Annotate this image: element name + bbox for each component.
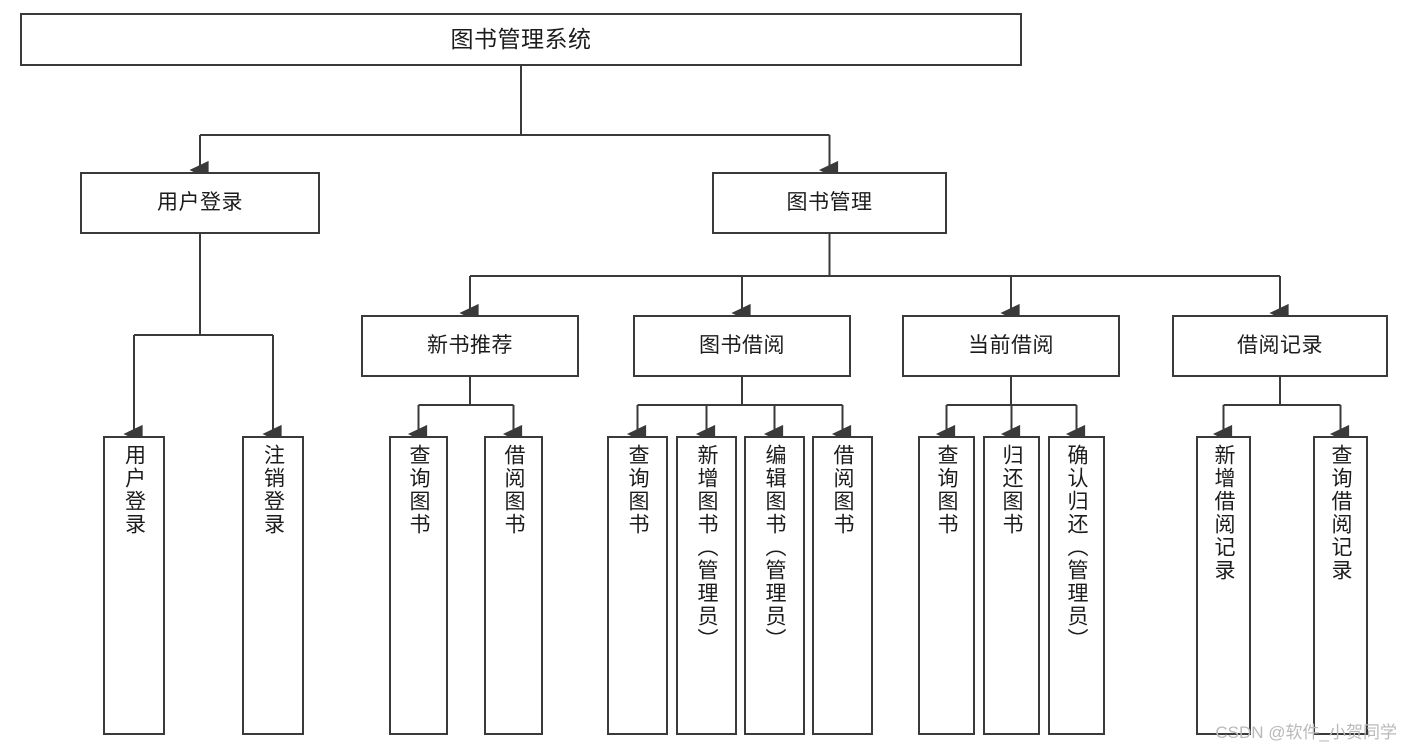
node-user-login[interactable]: 用户登录	[80, 172, 320, 234]
node-label: 用户登录	[122, 444, 146, 536]
node-label: 新增借阅记录	[1212, 444, 1235, 582]
node-label: 查询图书	[407, 444, 430, 536]
node-leaf-query-book-2[interactable]: 查询图书	[607, 436, 668, 735]
node-label: 编辑图书（管理员）	[763, 444, 786, 651]
node-label: 图书管理	[786, 190, 873, 214]
node-book-borrow[interactable]: 图书借阅	[633, 315, 851, 377]
watermark-label: CSDN @软件_小贺同学	[1215, 723, 1397, 742]
node-leaf-query-book-1[interactable]: 查询图书	[389, 436, 448, 735]
node-label: 当前借阅	[968, 333, 1054, 357]
node-label: 新增图书（管理员）	[695, 444, 718, 651]
node-label: 用户登录	[157, 190, 243, 214]
node-leaf-add-book[interactable]: 新增图书（管理员）	[676, 436, 737, 735]
node-leaf-add-record[interactable]: 新增借阅记录	[1196, 436, 1251, 735]
node-borrow-record[interactable]: 借阅记录	[1172, 315, 1388, 377]
node-leaf-confirm-return[interactable]: 确认归还（管理员）	[1048, 436, 1105, 735]
node-leaf-borrow-book-1[interactable]: 借阅图书	[484, 436, 543, 735]
node-label: 借阅图书	[831, 444, 854, 536]
node-leaf-borrow-book-2[interactable]: 借阅图书	[812, 436, 873, 735]
node-leaf-query-book-3[interactable]: 查询图书	[918, 436, 975, 735]
node-label: 借阅记录	[1237, 333, 1323, 357]
node-label: 注销登录	[261, 444, 285, 536]
node-new-book-rec[interactable]: 新书推荐	[361, 315, 579, 377]
node-book-manage[interactable]: 图书管理	[712, 172, 947, 234]
node-label: 借阅图书	[502, 444, 525, 536]
node-leaf-query-record[interactable]: 查询借阅记录	[1313, 436, 1368, 735]
node-label: 确认归还（管理员）	[1065, 444, 1088, 651]
node-root[interactable]: 图书管理系统	[20, 13, 1022, 66]
node-leaf-logout[interactable]: 注销登录	[242, 436, 304, 735]
node-label: 查询借阅记录	[1329, 444, 1352, 582]
edge-paths	[123, 66, 1350, 444]
node-label: 归还图书	[1000, 444, 1023, 536]
node-label: 查询图书	[626, 444, 649, 536]
node-leaf-return-book[interactable]: 归还图书	[983, 436, 1040, 735]
node-leaf-user-login[interactable]: 用户登录	[103, 436, 165, 735]
node-label: 查询图书	[935, 444, 958, 536]
node-label: 图书借阅	[699, 333, 785, 357]
node-leaf-edit-book[interactable]: 编辑图书（管理员）	[744, 436, 805, 735]
node-label: 图书管理系统	[450, 26, 592, 53]
node-current-borrow[interactable]: 当前借阅	[902, 315, 1120, 377]
node-label: 新书推荐	[427, 333, 513, 357]
